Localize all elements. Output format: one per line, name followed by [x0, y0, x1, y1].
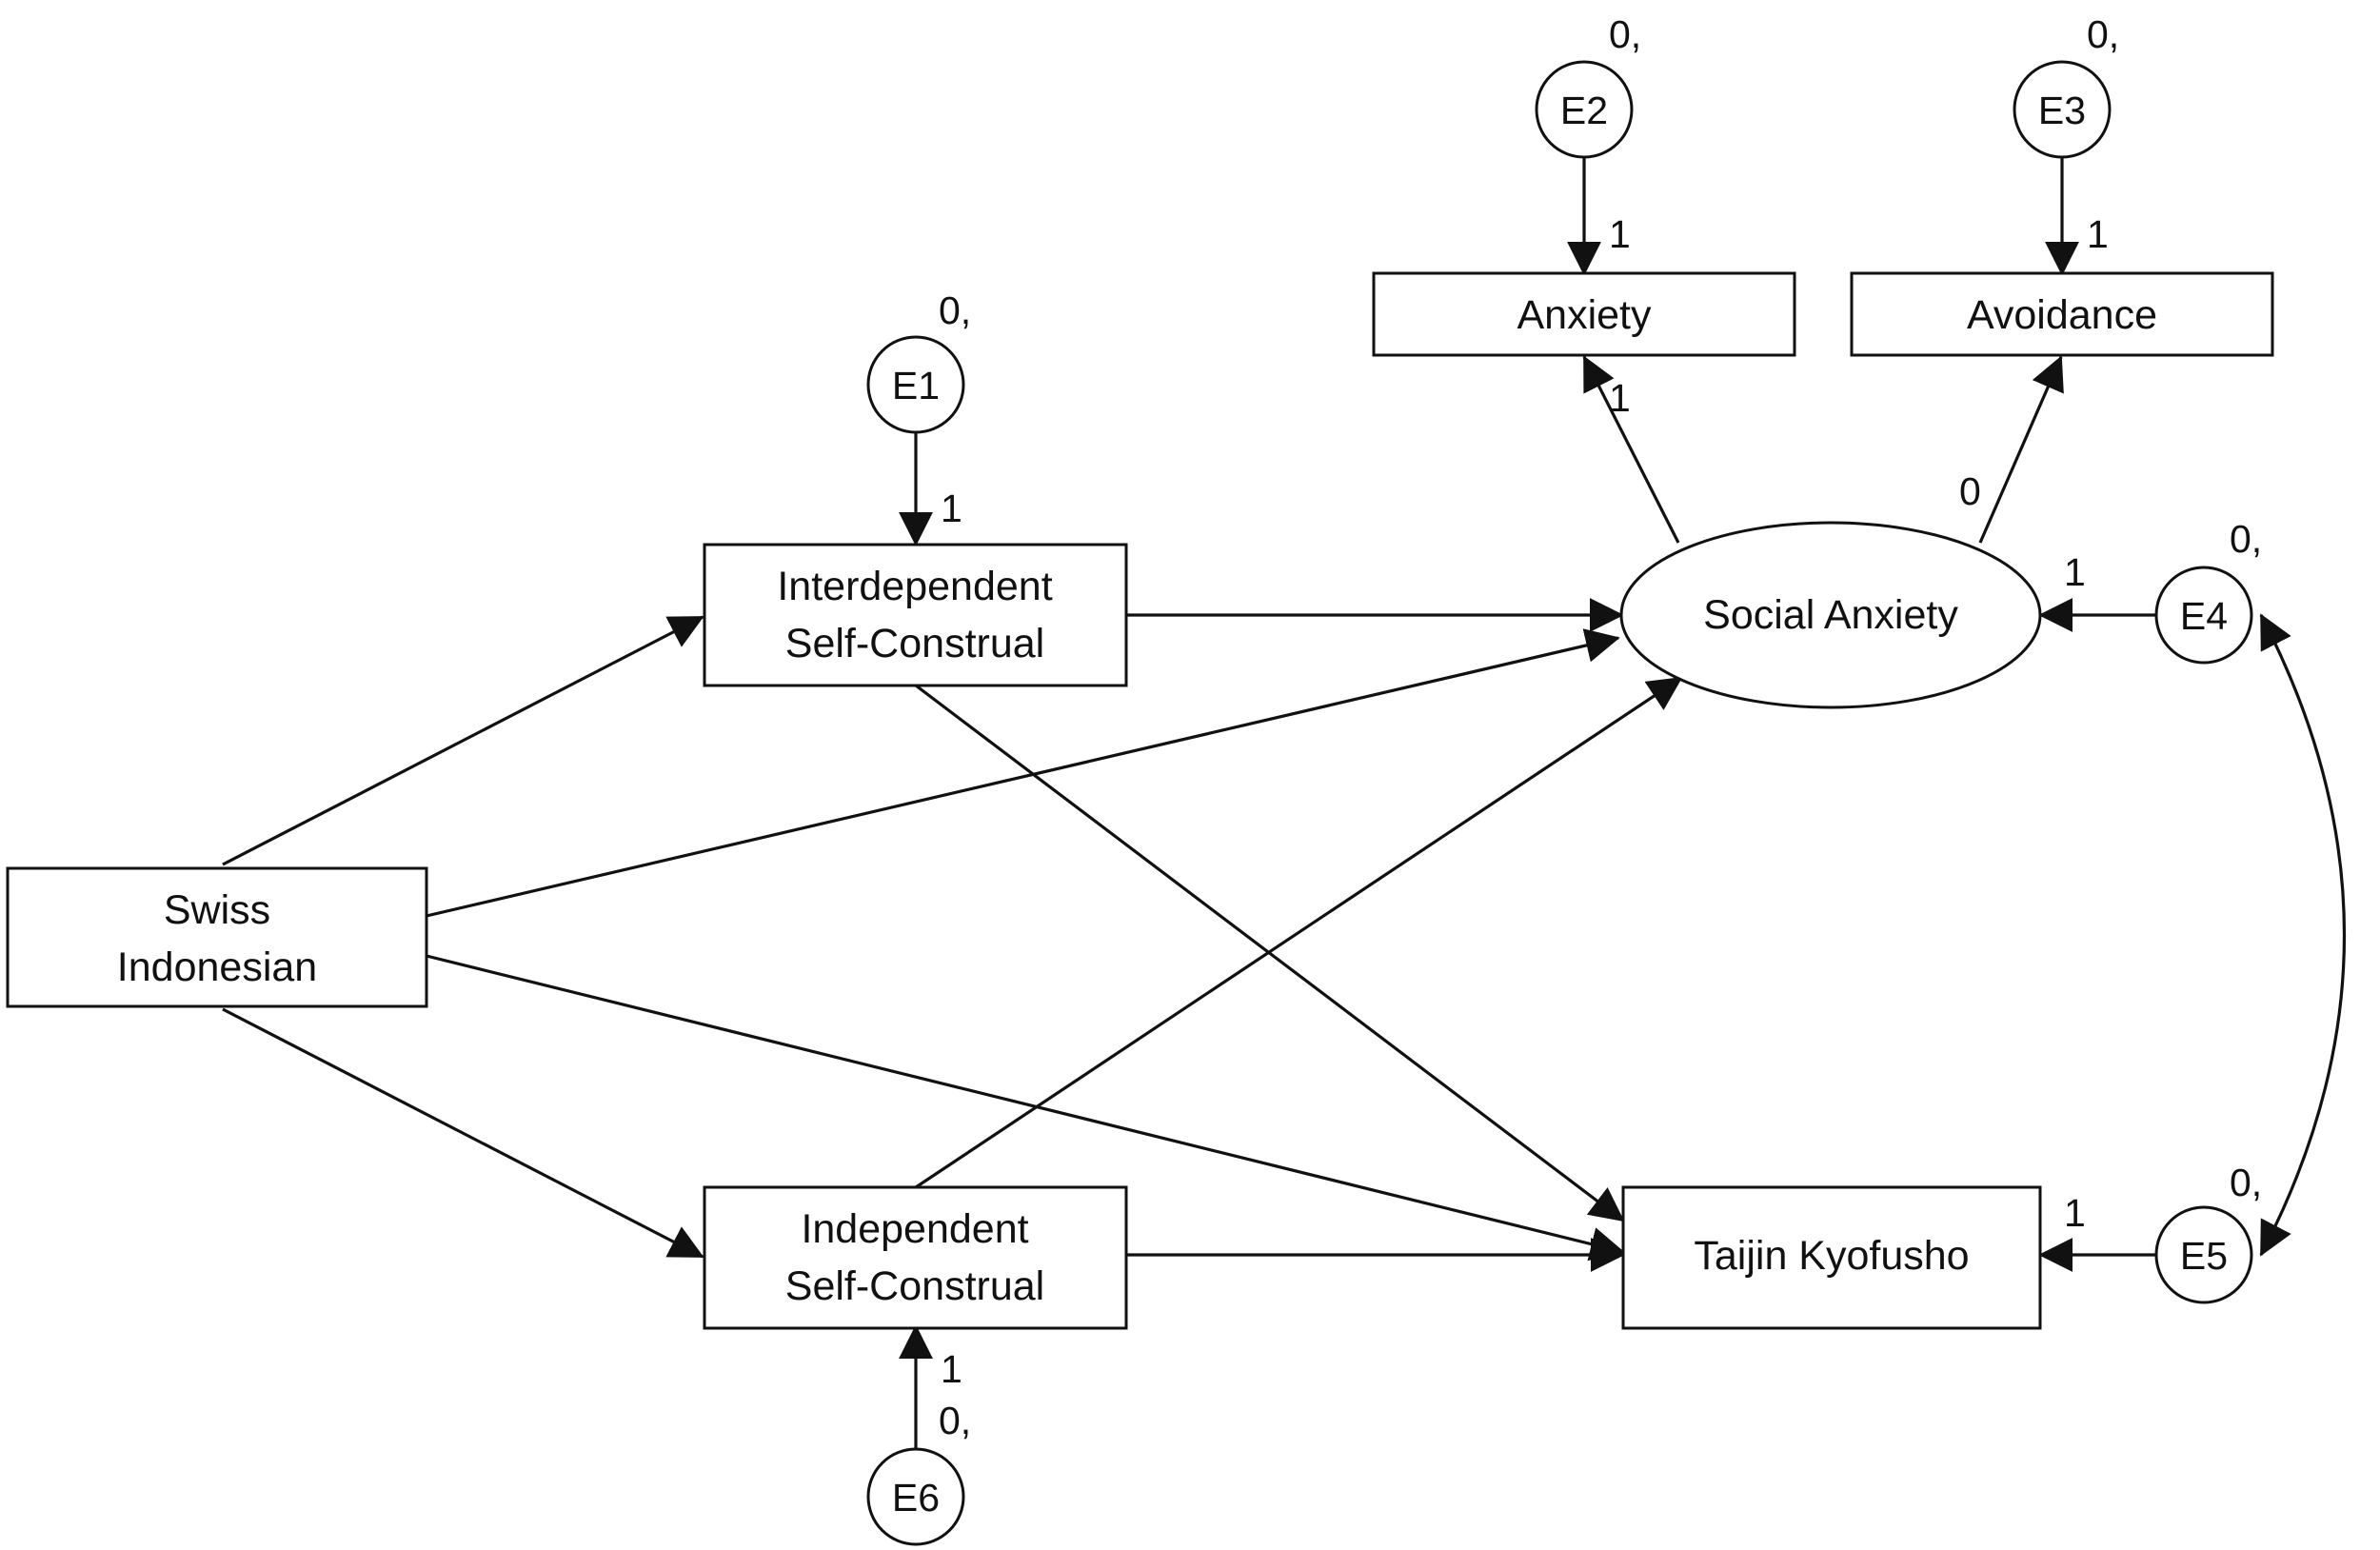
node-interdependent: Interdependent Self-Construal: [703, 543, 1128, 687]
error-e5-circle: [2154, 1205, 2253, 1304]
node-anxiety: Anxiety: [1372, 271, 1796, 357]
node-independent-box: [703, 1185, 1128, 1330]
error-e1-label: E1: [892, 364, 940, 407]
node-avoidance: Avoidance: [1850, 271, 2274, 357]
path-independent-to-social-anxiety: [915, 676, 1683, 1189]
error-e2: E2 0, 1: [1535, 12, 1641, 256]
node-swiss-indonesian-line2: Indonesian: [117, 944, 317, 990]
path-social-anxiety-to-avoidance: [1978, 355, 2064, 544]
node-taijin-kyofusho-box: [1621, 1185, 2042, 1330]
covariance-e4-e5: [2259, 613, 2347, 1257]
error-e1-mean-var: 0,: [939, 288, 971, 332]
error-e5: E5 0, 1: [2064, 1161, 2262, 1304]
paths: [222, 157, 2347, 1449]
node-independent-line2: Self-Construal: [785, 1263, 1044, 1309]
error-e2-weight: 1: [1609, 212, 1631, 256]
error-e6-weight: 1: [941, 1347, 962, 1391]
path-swiss-to-independent: [222, 1007, 704, 1259]
path-weight-social-anxiety-to-avoidance: 0: [1959, 469, 1981, 513]
error-e5-weight: 1: [2064, 1191, 2086, 1235]
error-e2-mean-var: 0,: [1609, 12, 1641, 56]
error-e6-mean-var: 0,: [939, 1399, 971, 1442]
error-e4-label: E4: [2180, 594, 2228, 638]
error-e1-circle: [866, 335, 965, 434]
node-social-anxiety: Social Anxiety: [1619, 521, 2042, 709]
node-anxiety-box: [1372, 271, 1796, 357]
error-e6: E6 1 0,: [866, 1347, 971, 1546]
error-e3: E3 0, 1: [2013, 12, 2119, 256]
node-independent-line1: Independent: [801, 1206, 1028, 1252]
path-social-anxiety-to-anxiety: [1582, 355, 1680, 544]
error-e1-weight: 1: [941, 487, 962, 530]
error-e2-circle: [1535, 60, 1634, 159]
error-e3-label: E3: [2038, 89, 2086, 132]
error-e2-label: E2: [1560, 89, 1608, 132]
node-swiss-indonesian: Swiss Indonesian: [6, 866, 428, 1008]
node-interdependent-line2: Self-Construal: [785, 621, 1044, 666]
path-swiss-to-taijin-kyofusho: [426, 954, 1625, 1262]
error-e4-mean-var: 0,: [2230, 517, 2262, 561]
error-e4-weight: 1: [2064, 550, 2086, 594]
error-e1: E1 0, 1: [866, 288, 971, 530]
path-weight-social-anxiety-to-anxiety: 1: [1609, 376, 1631, 420]
node-taijin-kyofusho: Taijin Kyofusho: [1621, 1185, 2042, 1330]
error-e3-circle: [2013, 60, 2112, 159]
path-swiss-to-interdependent: [222, 615, 704, 866]
error-e6-circle: [866, 1447, 965, 1546]
node-social-anxiety-ellipse: [1619, 521, 2042, 709]
node-anxiety-label: Anxiety: [1517, 292, 1652, 338]
error-e5-mean-var: 0,: [2230, 1161, 2262, 1204]
error-e3-mean-var: 0,: [2087, 12, 2119, 56]
node-swiss-indonesian-line1: Swiss: [164, 887, 270, 933]
error-e5-label: E5: [2180, 1234, 2228, 1278]
path-swiss-to-social-anxiety: [426, 628, 1620, 918]
error-e4: E4 0, 1: [2064, 517, 2262, 665]
error-e6-label: E6: [892, 1476, 940, 1520]
node-social-anxiety-label: Social Anxiety: [1703, 592, 1958, 638]
error-e4-circle: [2154, 566, 2253, 665]
node-interdependent-box: [703, 543, 1128, 687]
node-independent: Independent Self-Construal: [703, 1185, 1128, 1330]
error-e3-weight: 1: [2087, 212, 2109, 256]
node-avoidance-label: Avoidance: [1967, 292, 2157, 338]
node-avoidance-box: [1850, 271, 2274, 357]
node-interdependent-line1: Interdependent: [777, 564, 1052, 609]
node-swiss-indonesian-box: [6, 866, 428, 1008]
node-taijin-kyofusho-label: Taijin Kyofusho: [1694, 1233, 1969, 1279]
